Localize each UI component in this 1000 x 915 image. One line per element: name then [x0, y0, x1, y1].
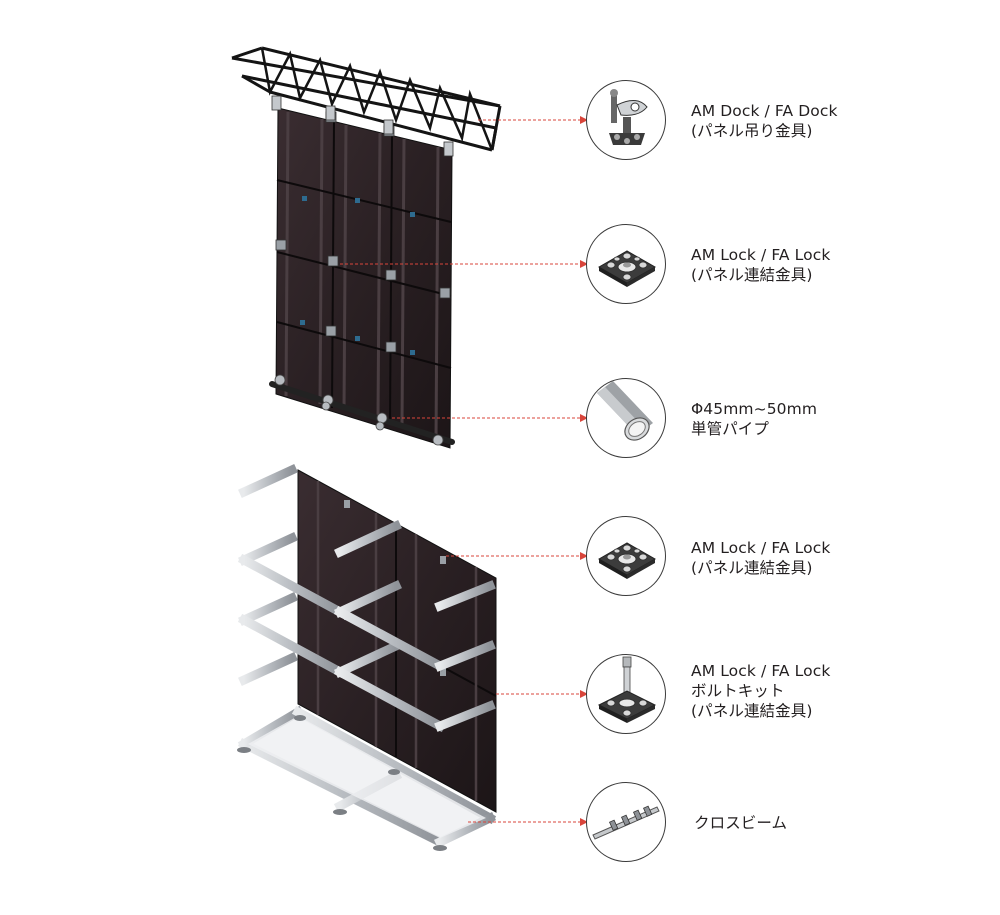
ground-stack-led-wall [237, 464, 497, 851]
callout-label-lock-2: AM Lock / FA Lock (パネル連結金具) [691, 539, 831, 577]
lock-plate-icon [586, 224, 666, 304]
callout-label-cross-beam: クロスビーム [694, 814, 788, 832]
led-panel-wall-top [275, 107, 453, 449]
cross-beam-icon [586, 782, 666, 862]
callout-label-bolt-kit: AM Lock / FA Lock ボルトキット (パネル連結金具) [691, 662, 831, 720]
leader-lines [340, 119, 582, 823]
bolt-kit-icon [586, 654, 666, 734]
callout-label-dock: AM Dock / FA Dock (パネル吊り金具) [691, 102, 838, 140]
truss [231, 46, 502, 152]
lock-plate-icon [586, 516, 666, 596]
scaffold-frame [237, 464, 497, 849]
truss-clamp-icon [586, 80, 666, 160]
bottom-pipe [269, 381, 455, 445]
pipe-icon [586, 378, 666, 458]
callout-label-lock: AM Lock / FA Lock (パネル連結金具) [691, 246, 831, 284]
flown-led-wall [231, 46, 502, 449]
callout-label-pipe: Φ45mm~50mm 単管パイプ [691, 400, 818, 438]
